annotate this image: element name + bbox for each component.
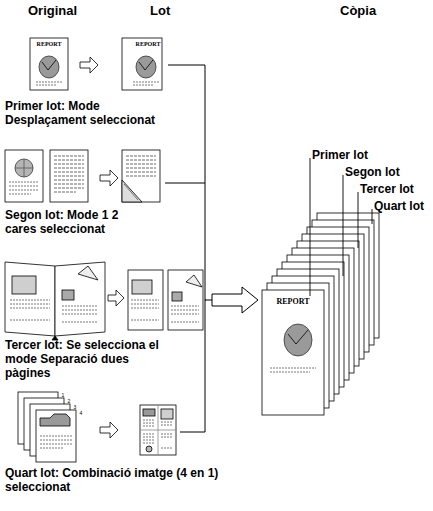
copy-stack-part xyxy=(270,368,316,372)
hollow-arrow xyxy=(80,57,98,73)
batch-caption: Primer lot: Mode Desplaçament selecciona… xyxy=(5,99,170,127)
hollow-arrow xyxy=(212,287,258,313)
hollow-arrow-part xyxy=(100,170,118,186)
lot-page xyxy=(140,405,176,455)
copy-stack-part xyxy=(284,324,312,356)
lot-page-part xyxy=(140,405,176,455)
open-book-part xyxy=(78,266,98,280)
hollow-arrow xyxy=(108,290,124,306)
batch-caption: Segon lot: Mode 1 2 cares seleccionat xyxy=(5,208,140,236)
hollow-arrow xyxy=(100,422,118,438)
open-book-part xyxy=(5,262,55,336)
original-page-part xyxy=(30,38,68,90)
lot-page-part xyxy=(143,409,155,416)
leader-line-part xyxy=(310,158,311,296)
original-page xyxy=(50,150,88,202)
original-stack-part xyxy=(40,414,70,426)
bracket-part xyxy=(165,65,206,432)
original-page xyxy=(5,150,43,202)
original-page-part xyxy=(15,159,33,177)
page-number: 2 xyxy=(65,399,73,405)
hollow-arrow-part xyxy=(80,57,98,73)
lot-page-part xyxy=(132,280,152,294)
open-book-part xyxy=(62,306,98,322)
page-number: 3 xyxy=(71,405,79,411)
batch-label: Primer lot xyxy=(312,148,392,162)
open-book-part xyxy=(62,290,74,300)
column-header: Lot xyxy=(150,3,190,18)
leader-line-part xyxy=(358,192,359,248)
lot-page-part xyxy=(171,306,199,322)
lot-page-part xyxy=(172,292,182,301)
illustration-part xyxy=(5,38,379,462)
copy-stack xyxy=(262,213,379,415)
original-page-part xyxy=(36,82,62,85)
original-page-part xyxy=(5,150,43,202)
page-title: REPORT xyxy=(30,41,68,48)
lot-page-part xyxy=(143,420,173,448)
lot-page xyxy=(128,270,163,330)
page-title: REPORT xyxy=(130,41,166,48)
page-title: REPORT xyxy=(262,297,324,306)
bracket-part xyxy=(205,300,212,301)
batch-caption: Tercer lot: Se selecciona el mode Separa… xyxy=(5,338,167,380)
lot-page-part xyxy=(161,409,173,419)
original-stack-part xyxy=(36,410,76,462)
lot-page-part xyxy=(124,184,138,200)
lot-page-part xyxy=(128,270,163,330)
original-page-part xyxy=(15,159,33,177)
open-book-part xyxy=(12,276,36,294)
open-book-part xyxy=(55,262,105,336)
original-page xyxy=(30,38,68,90)
original-page-part xyxy=(9,182,39,194)
lot-page-part xyxy=(133,82,159,85)
lot-page-part xyxy=(146,446,152,452)
lot-page xyxy=(168,270,203,330)
batch-label: Segon lot xyxy=(345,165,425,179)
lot-page-part xyxy=(122,180,142,202)
hollow-arrow-part xyxy=(108,290,124,306)
original-stack xyxy=(18,392,76,462)
lot-page-part xyxy=(139,60,153,70)
hollow-arrow xyxy=(100,170,118,186)
original-page-part xyxy=(50,150,88,202)
lot-page-part xyxy=(131,300,159,320)
hollow-arrow-part xyxy=(100,422,118,438)
leader-line-part xyxy=(372,209,373,224)
original-stack-part xyxy=(40,436,72,448)
hollow-arrow-part xyxy=(212,287,258,313)
batch-label: Quart lot xyxy=(374,199,433,213)
page-number: 1 xyxy=(59,393,67,399)
original-page-part xyxy=(39,56,59,78)
lot-page-part xyxy=(186,275,202,287)
column-header: Original xyxy=(28,3,108,18)
leader-line-part xyxy=(343,175,344,276)
page-number: 4 xyxy=(77,411,85,417)
original-page-part xyxy=(42,60,56,70)
column-header: Còpia xyxy=(340,3,400,18)
bracket xyxy=(165,65,212,432)
lot-page-part xyxy=(168,270,203,330)
lot-page xyxy=(122,150,160,202)
batch-caption: Quart lot: Combinació imatge (4 en 1) se… xyxy=(5,466,250,494)
original-page-part xyxy=(54,156,84,192)
copy-stack-part xyxy=(262,290,324,415)
lot-page-part xyxy=(122,150,160,202)
open-book xyxy=(5,262,105,340)
lot-page-part xyxy=(136,56,156,78)
batch-label: Tercer lot xyxy=(360,182,432,196)
open-book-part xyxy=(10,300,50,320)
lot-page-part xyxy=(140,405,176,455)
copy-stack-part xyxy=(288,330,308,344)
lot-page-part xyxy=(126,156,156,176)
